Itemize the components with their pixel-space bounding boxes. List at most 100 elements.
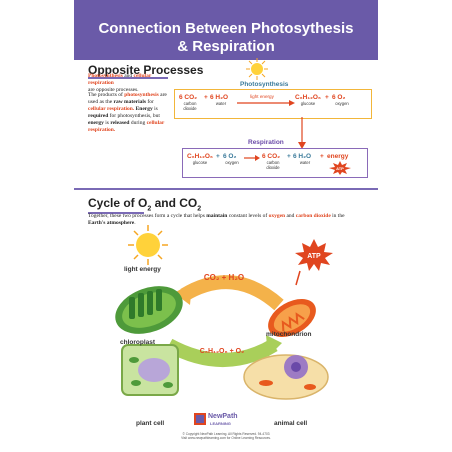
- bottom-cycle-arrow: [165, 338, 278, 367]
- cycle-paragraph: Together, these two processes form a cyc…: [88, 213, 358, 227]
- text-run: released: [110, 120, 130, 126]
- text-run: energy: [88, 120, 104, 126]
- footer-url: Visit www.newpathlearning.com for Online…: [181, 436, 271, 440]
- chloroplast-label: chloroplast: [120, 339, 156, 346]
- text-photosynthesis: Photosynthesis: [88, 73, 123, 79]
- text-run: The products of: [88, 92, 125, 98]
- poster: Connection Between Photosythesis & Respi…: [74, 0, 378, 452]
- bottom-arrow-label: C₆H₁₂O₆ + O₂: [200, 348, 244, 355]
- text-run: photosynthesis: [124, 92, 159, 98]
- text-run: raw materials: [113, 99, 147, 105]
- cycle-heading-sub1: 2: [147, 205, 152, 213]
- ps-reactant-2: 6 H₂O: [210, 94, 229, 101]
- brand-subtitle: LEARNING: [210, 421, 231, 426]
- text-run: and: [285, 213, 296, 219]
- text-run: for photosynthesis, but: [108, 113, 160, 119]
- cycle-heading-pre: Cycle of O: [88, 196, 148, 210]
- ps-product-1-name: glucose: [300, 101, 316, 106]
- opposite-heading: Opposite Processes: [88, 63, 204, 77]
- text-run: carbon dioxide: [295, 213, 331, 219]
- text-run: .: [134, 220, 136, 226]
- text-run: Together, these two processes form a cyc…: [88, 213, 207, 219]
- text-run: maintain: [206, 213, 228, 219]
- ps-plus-1: +: [204, 94, 208, 101]
- atp-label: ATP: [336, 166, 344, 171]
- plant-cell-label: plant cell: [136, 420, 165, 427]
- text-run: in the: [330, 213, 345, 219]
- text-cellular-respiration: cellular respiration: [88, 73, 152, 86]
- brand-name: NewPath: [208, 413, 238, 420]
- cycle-heading-mid: and CO: [151, 196, 198, 210]
- diagram-sun-icon: [128, 225, 168, 265]
- chloroplast-illustration: [115, 286, 183, 334]
- cycle-heading: Cycle of O2 and CO2: [88, 196, 201, 212]
- cycle-diagram: ATP CO₂ + H₂O C₆H₁₂O₆ + O₂: [115, 225, 333, 400]
- photosynthesis-equation-box: 6 CO₂ carbon dioxide + 6 H₂O water light…: [174, 89, 372, 119]
- atp-arrow-icon: [295, 270, 301, 286]
- text-opposite: are opposite processes.: [88, 87, 139, 93]
- heading-underline: [88, 77, 168, 79]
- top-arrow-label: CO₂ + H₂O: [204, 273, 244, 282]
- header-banner: Connection Between Photosythesis & Respi…: [74, 0, 378, 60]
- text-run: Earth's atmosphere: [88, 220, 135, 226]
- rs-product-1: 6 CO₂: [262, 153, 281, 160]
- ps-product-2: 6 O₂: [332, 94, 346, 101]
- rs-reactant-2-name: oxygen: [225, 160, 239, 165]
- ps-product-2-name: oxygen: [335, 101, 349, 106]
- text-run: constant levels of: [227, 213, 269, 219]
- rs-arrow-icon: [244, 155, 260, 161]
- rs-product-2: 6 H₂O: [293, 153, 312, 160]
- atp-burst-icon: ATP: [329, 161, 351, 175]
- text-and: and: [122, 73, 134, 79]
- respiration-equation-box: C₆H₁₂O₆ glucose + 6 O₂ oxygen 6 CO₂ carb…: [182, 148, 368, 178]
- top-cycle-arrow: [180, 275, 284, 311]
- ps-arrow-icon: [237, 100, 295, 106]
- newpath-logo-icon: [194, 413, 206, 425]
- cycle-heading-sub2: 2: [197, 205, 202, 213]
- ps-reactant-2-name: water: [215, 101, 227, 106]
- rs-product-2-name: water: [299, 160, 311, 165]
- bottom-arrow-head-icon: [266, 335, 282, 357]
- rs-product-1-name: carbon dioxide: [266, 160, 280, 170]
- cycle-underline: [88, 212, 144, 214]
- opposite-paragraph-1: Photosynthesis and cellular respiration …: [88, 73, 168, 94]
- title-line-1: Connection Between Photosythesis: [98, 20, 354, 37]
- opposite-paragraph-2: The products of photosynthesis are used …: [88, 92, 172, 134]
- ps-reactant-1-name: carbon dioxide: [183, 101, 197, 111]
- section-divider: [74, 188, 378, 190]
- rs-product-3: energy: [327, 153, 349, 160]
- rs-plus-2: +: [287, 153, 291, 160]
- text-run: are used as the: [88, 92, 167, 105]
- connector-arrow-icon: [298, 117, 306, 149]
- rs-plus-3: +: [320, 153, 324, 160]
- mitochondrion-illustration: [268, 299, 316, 337]
- text-run: cellular respiration.: [88, 106, 135, 112]
- rs-reactant-2: 6 O₂: [223, 153, 237, 160]
- rs-plus-1: +: [216, 153, 220, 160]
- animal-cell-illustration: [243, 354, 329, 400]
- ps-plus-2: +: [325, 94, 329, 101]
- mitochondrion-label: mitochondrion: [266, 331, 312, 338]
- rs-reactant-1: C₆H₁₂O₆: [187, 153, 213, 160]
- rs-reactant-1-name: glucose: [192, 160, 208, 165]
- light-energy-label: light energy: [124, 266, 161, 273]
- text-run: is: [103, 120, 111, 126]
- top-arrow-head-icon: [174, 283, 192, 305]
- photosynthesis-label: Photosynthesis: [240, 81, 289, 88]
- animal-cell-label: animal cell: [274, 420, 308, 427]
- text-run: during: [129, 120, 147, 126]
- ps-energy-label: light energy: [250, 94, 274, 99]
- text-run: is: [152, 106, 158, 112]
- title-line-2: & Respiration: [177, 38, 275, 55]
- text-run: oxygen: [268, 213, 286, 219]
- text-run: for: [146, 99, 154, 105]
- sun-icon: [246, 58, 268, 80]
- diagram-atp-icon: ATP: [295, 239, 333, 271]
- text-run: cellular respiration.: [88, 120, 165, 133]
- ps-product-1: C₆H₁₂O₆: [295, 94, 321, 101]
- respiration-label: Respiration: [248, 139, 284, 146]
- copyright-text: © Copyright NewPath Learning. All Rights…: [182, 432, 270, 436]
- diagram-atp-label: ATP: [307, 253, 321, 260]
- ps-reactant-1: 6 CO₂: [179, 94, 198, 101]
- plant-cell-illustration: [121, 344, 179, 396]
